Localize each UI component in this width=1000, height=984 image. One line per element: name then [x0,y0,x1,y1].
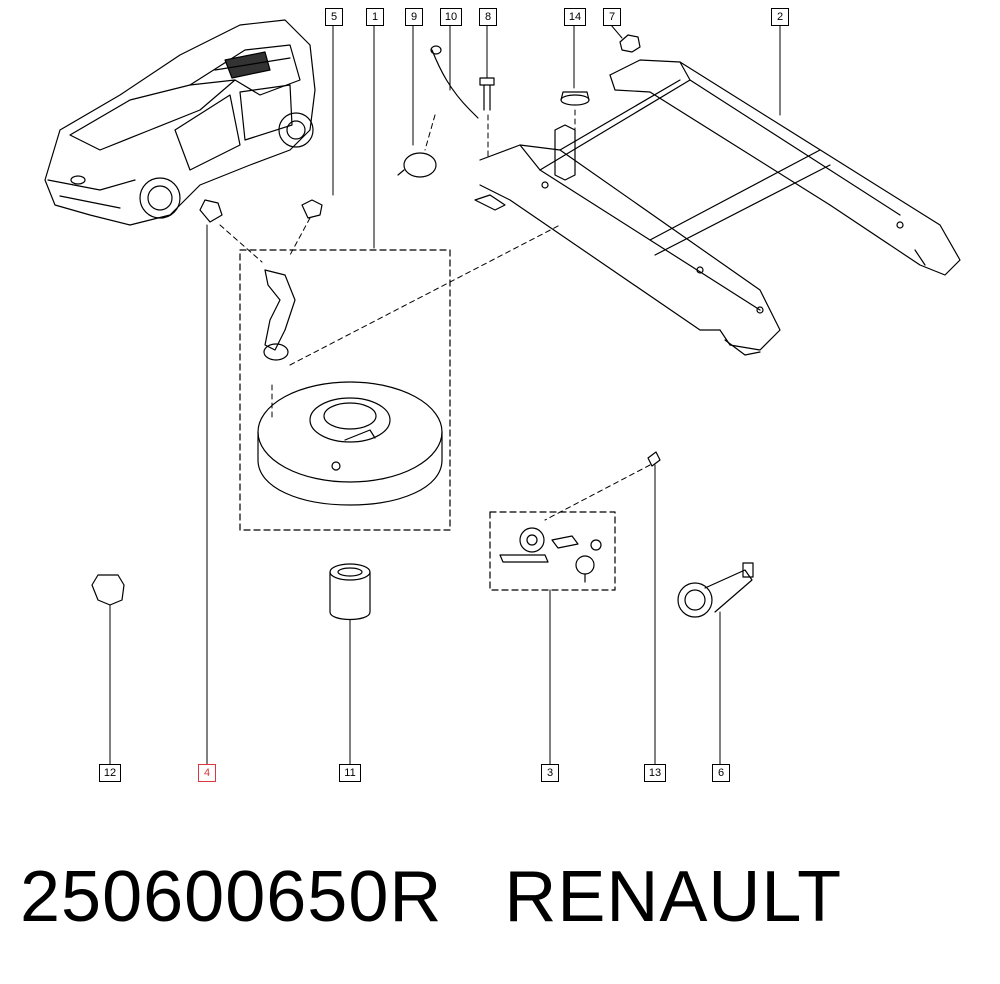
callout-12: 12 [99,764,121,782]
callout-6: 6 [712,764,730,782]
callout-10: 10 [440,8,462,26]
fixing-kit [489,511,616,591]
callout-1: 1 [366,8,384,26]
brand-name: RENAULT [504,857,843,937]
callout-7: 7 [603,8,621,26]
callout-3: 3 [541,764,559,782]
assembly-lines [219,109,651,521]
rubber-bush [329,563,371,621]
footer-caption: 250600650R RENAULT [20,856,904,938]
callout-4-highlighted: 4 [198,764,216,782]
winch-part [677,562,754,618]
callout-11: 11 [339,764,361,782]
spare-wheel-carrier [474,59,961,356]
callout-13: 13 [644,764,666,782]
car-illustration [44,19,316,226]
clip-part [91,574,125,606]
small-screw [647,451,661,467]
callout-14: 14 [564,8,586,26]
callout-9: 9 [405,8,423,26]
small-hardware [397,34,641,178]
upper-connectors [199,199,323,223]
part-number: 250600650R [20,857,443,937]
callout-8: 8 [479,8,497,26]
spare-wheel-assembly [239,249,451,531]
callout-5: 5 [325,8,343,26]
leader-lines [109,24,781,765]
callout-2: 2 [771,8,789,26]
